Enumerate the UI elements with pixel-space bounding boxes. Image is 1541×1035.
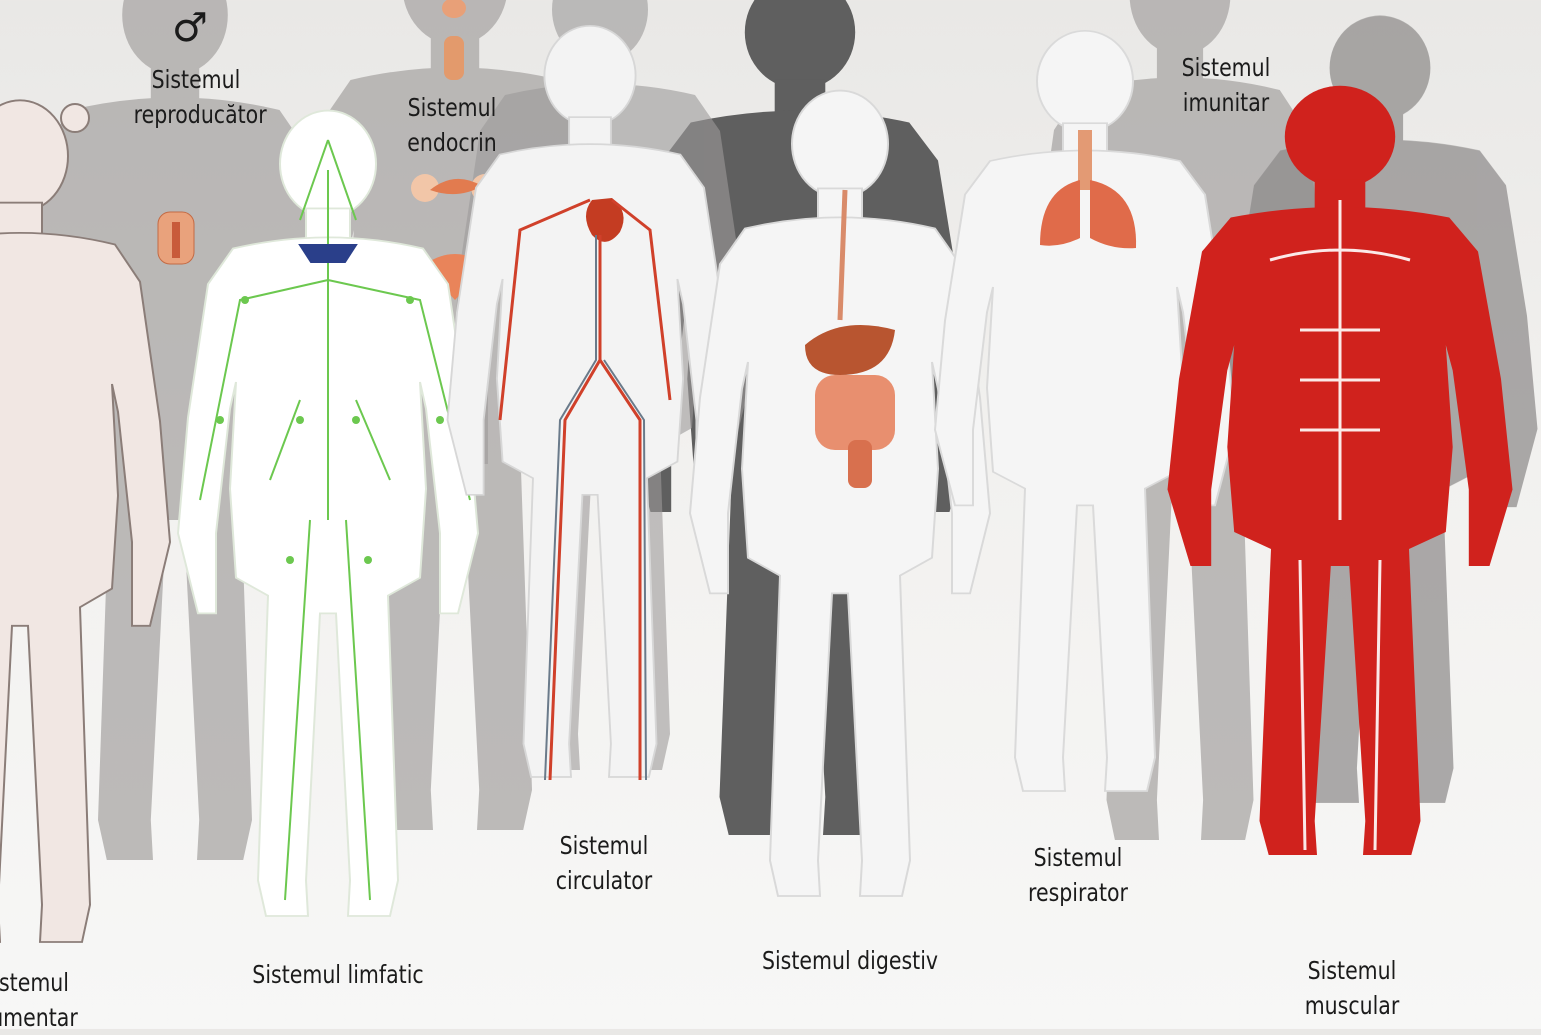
label-integumentar-line2: umentar	[0, 1000, 83, 1035]
label-digestiv: Sistemul digestiv	[761, 943, 938, 978]
reproductive-organ-icon	[158, 212, 194, 264]
label-respirator-line2: respirator	[1024, 875, 1132, 910]
label-muscular-line2: muscular	[1303, 988, 1401, 1023]
label-imunitar: Sistemul imunitar	[1177, 50, 1275, 120]
label-respirator: Sistemul respirator	[1024, 840, 1132, 910]
label-endocrin-line2: endocrin	[403, 125, 501, 160]
label-reproducator: Sistemul reproducător	[134, 62, 259, 132]
label-integumentar-line1: stemul	[0, 965, 83, 1000]
label-muscular-line1: Sistemul	[1303, 953, 1401, 988]
label-digestiv-line1: Sistemul digestiv	[761, 943, 938, 978]
label-muscular: Sistemul muscular	[1303, 953, 1401, 1023]
label-limfatic-line1: Sistemul limfatic	[251, 957, 425, 992]
label-circulator: Sistemul circulator	[555, 828, 653, 898]
label-imunitar-line2: imunitar	[1177, 85, 1275, 120]
label-reproducator-line2: reproducător	[134, 97, 259, 132]
label-endocrin-line1: Sistemul	[403, 90, 501, 125]
label-limfatic: Sistemul limfatic	[251, 957, 425, 992]
label-circulator-line1: Sistemul	[555, 828, 653, 863]
label-integumentar: stemul umentar	[0, 965, 83, 1035]
label-reproducator-line1: Sistemul	[134, 62, 259, 97]
label-endocrin: Sistemul endocrin	[403, 90, 501, 160]
male-symbol: ♂	[172, 6, 208, 50]
label-circulator-line2: circulator	[555, 863, 653, 898]
label-imunitar-line1: Sistemul	[1177, 50, 1275, 85]
label-respirator-line1: Sistemul	[1024, 840, 1132, 875]
